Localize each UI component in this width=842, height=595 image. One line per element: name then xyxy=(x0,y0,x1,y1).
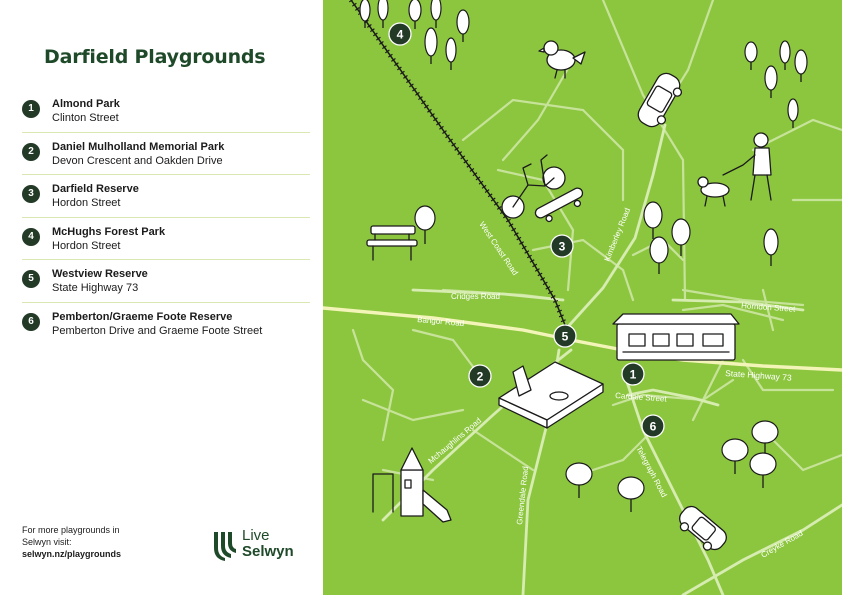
dog-walker-icon xyxy=(697,132,772,207)
state-highway-73 xyxy=(323,306,842,372)
legend-item-street: Hordon Street xyxy=(52,239,121,252)
legend-number-badge: 5 xyxy=(22,270,40,288)
marker-number: 6 xyxy=(650,420,657,434)
marker-number: 4 xyxy=(397,28,404,42)
legend-item-name: Darfield Reserve xyxy=(52,183,139,195)
marker-number: 2 xyxy=(477,370,484,384)
legend-item-daniel-mulholland[interactable]: 2 Daniel Mulholland Memorial Park Devon … xyxy=(22,133,310,175)
map-marker-5[interactable]: 5 xyxy=(553,324,577,348)
legend-panel: Darfield Playgrounds 1 Almond Park Clint… xyxy=(0,0,323,595)
tree-icons xyxy=(359,0,808,512)
more-info-line: Selwyn visit: xyxy=(22,537,72,547)
town-building-icon xyxy=(612,313,740,361)
marker-number: 5 xyxy=(562,330,569,344)
map-marker-4[interactable]: 4 xyxy=(388,22,412,46)
legend-item-name: Daniel Mulholland Memorial Park xyxy=(52,140,225,153)
legend-item-street: Devon Crescent and Oakden Drive xyxy=(52,154,223,167)
map-marker-6[interactable]: 6 xyxy=(641,414,665,438)
playground-castle-icon xyxy=(372,447,452,523)
legend-item-name: Almond Park xyxy=(52,98,120,110)
road-label-horndon: Horndon Street xyxy=(741,301,797,314)
road-label-bangor: Bangor Road xyxy=(417,315,465,328)
legend-item-street: Clinton Street xyxy=(52,112,119,124)
road-label-sh73: State Highway 73 xyxy=(725,368,792,383)
legend-number-badge: 4 xyxy=(22,227,40,246)
legend-item-name: McHughs Forest Park xyxy=(52,225,166,238)
logo-mark-icon xyxy=(214,532,236,561)
more-info-text: For more playgrounds in Selwyn visit: se… xyxy=(22,524,121,560)
map-marker-1[interactable]: 1 xyxy=(621,362,645,386)
car-icon xyxy=(637,72,683,128)
skatepark-icon xyxy=(498,361,604,429)
darfield-map[interactable]: West Coast Road Cridges Road Bangor Road… xyxy=(323,0,842,595)
road-label-cridges: Cridges Road xyxy=(451,292,500,301)
playgrounds-link[interactable]: selwyn.nz/playgrounds xyxy=(22,549,122,559)
skateboard-icon xyxy=(534,187,584,223)
map-marker-3[interactable]: 3 xyxy=(550,234,574,258)
legend-item-street: Pemberton Drive and Graeme Foote Street xyxy=(52,324,263,337)
bird-icon xyxy=(538,40,586,79)
logo-word-selwyn: Selwyn xyxy=(242,543,294,560)
railway-line xyxy=(348,0,574,341)
live-selwyn-logo: Live Selwyn xyxy=(212,528,312,564)
playground-legend: 1 Almond Park Clinton Street 2 Daniel Mu… xyxy=(22,90,310,345)
legend-number-badge: 2 xyxy=(22,142,40,161)
legend-item-mchughs-forest[interactable]: 4 McHughs Forest Park Hordon Street xyxy=(22,218,310,260)
legend-number-badge: 6 xyxy=(22,312,40,331)
legend-number-badge: 1 xyxy=(22,100,40,118)
more-info-line: For more playgrounds in xyxy=(22,525,120,535)
car-icon xyxy=(679,505,727,551)
map-marker-2[interactable]: 2 xyxy=(468,364,492,388)
legend-item-darfield-reserve[interactable]: 3 Darfield Reserve Hordon Street xyxy=(22,175,310,218)
marker-number: 1 xyxy=(630,368,637,382)
legend-item-name: Westview Reserve xyxy=(52,268,148,280)
road-label-cardale: Cardale Street xyxy=(615,391,668,404)
legend-item-almond-park[interactable]: 1 Almond Park Clinton Street xyxy=(22,90,310,133)
marker-number: 3 xyxy=(559,240,566,254)
page-title: Darfield Playgrounds xyxy=(44,46,266,68)
bicycle-icon xyxy=(501,154,566,219)
legend-item-name: Pemberton/Graeme Foote Reserve xyxy=(52,310,233,323)
legend-number-badge: 3 xyxy=(22,185,40,203)
legend-item-street: State Highway 73 xyxy=(52,282,139,294)
legend-item-westview-reserve[interactable]: 5 Westview Reserve State Highway 73 xyxy=(22,260,310,303)
legend-item-pemberton[interactable]: 6 Pemberton/Graeme Foote Reserve Pembert… xyxy=(22,303,310,346)
bench-icon xyxy=(366,225,418,261)
logo-word-live: Live xyxy=(242,527,270,544)
legend-item-street: Hordon Street xyxy=(52,197,121,209)
